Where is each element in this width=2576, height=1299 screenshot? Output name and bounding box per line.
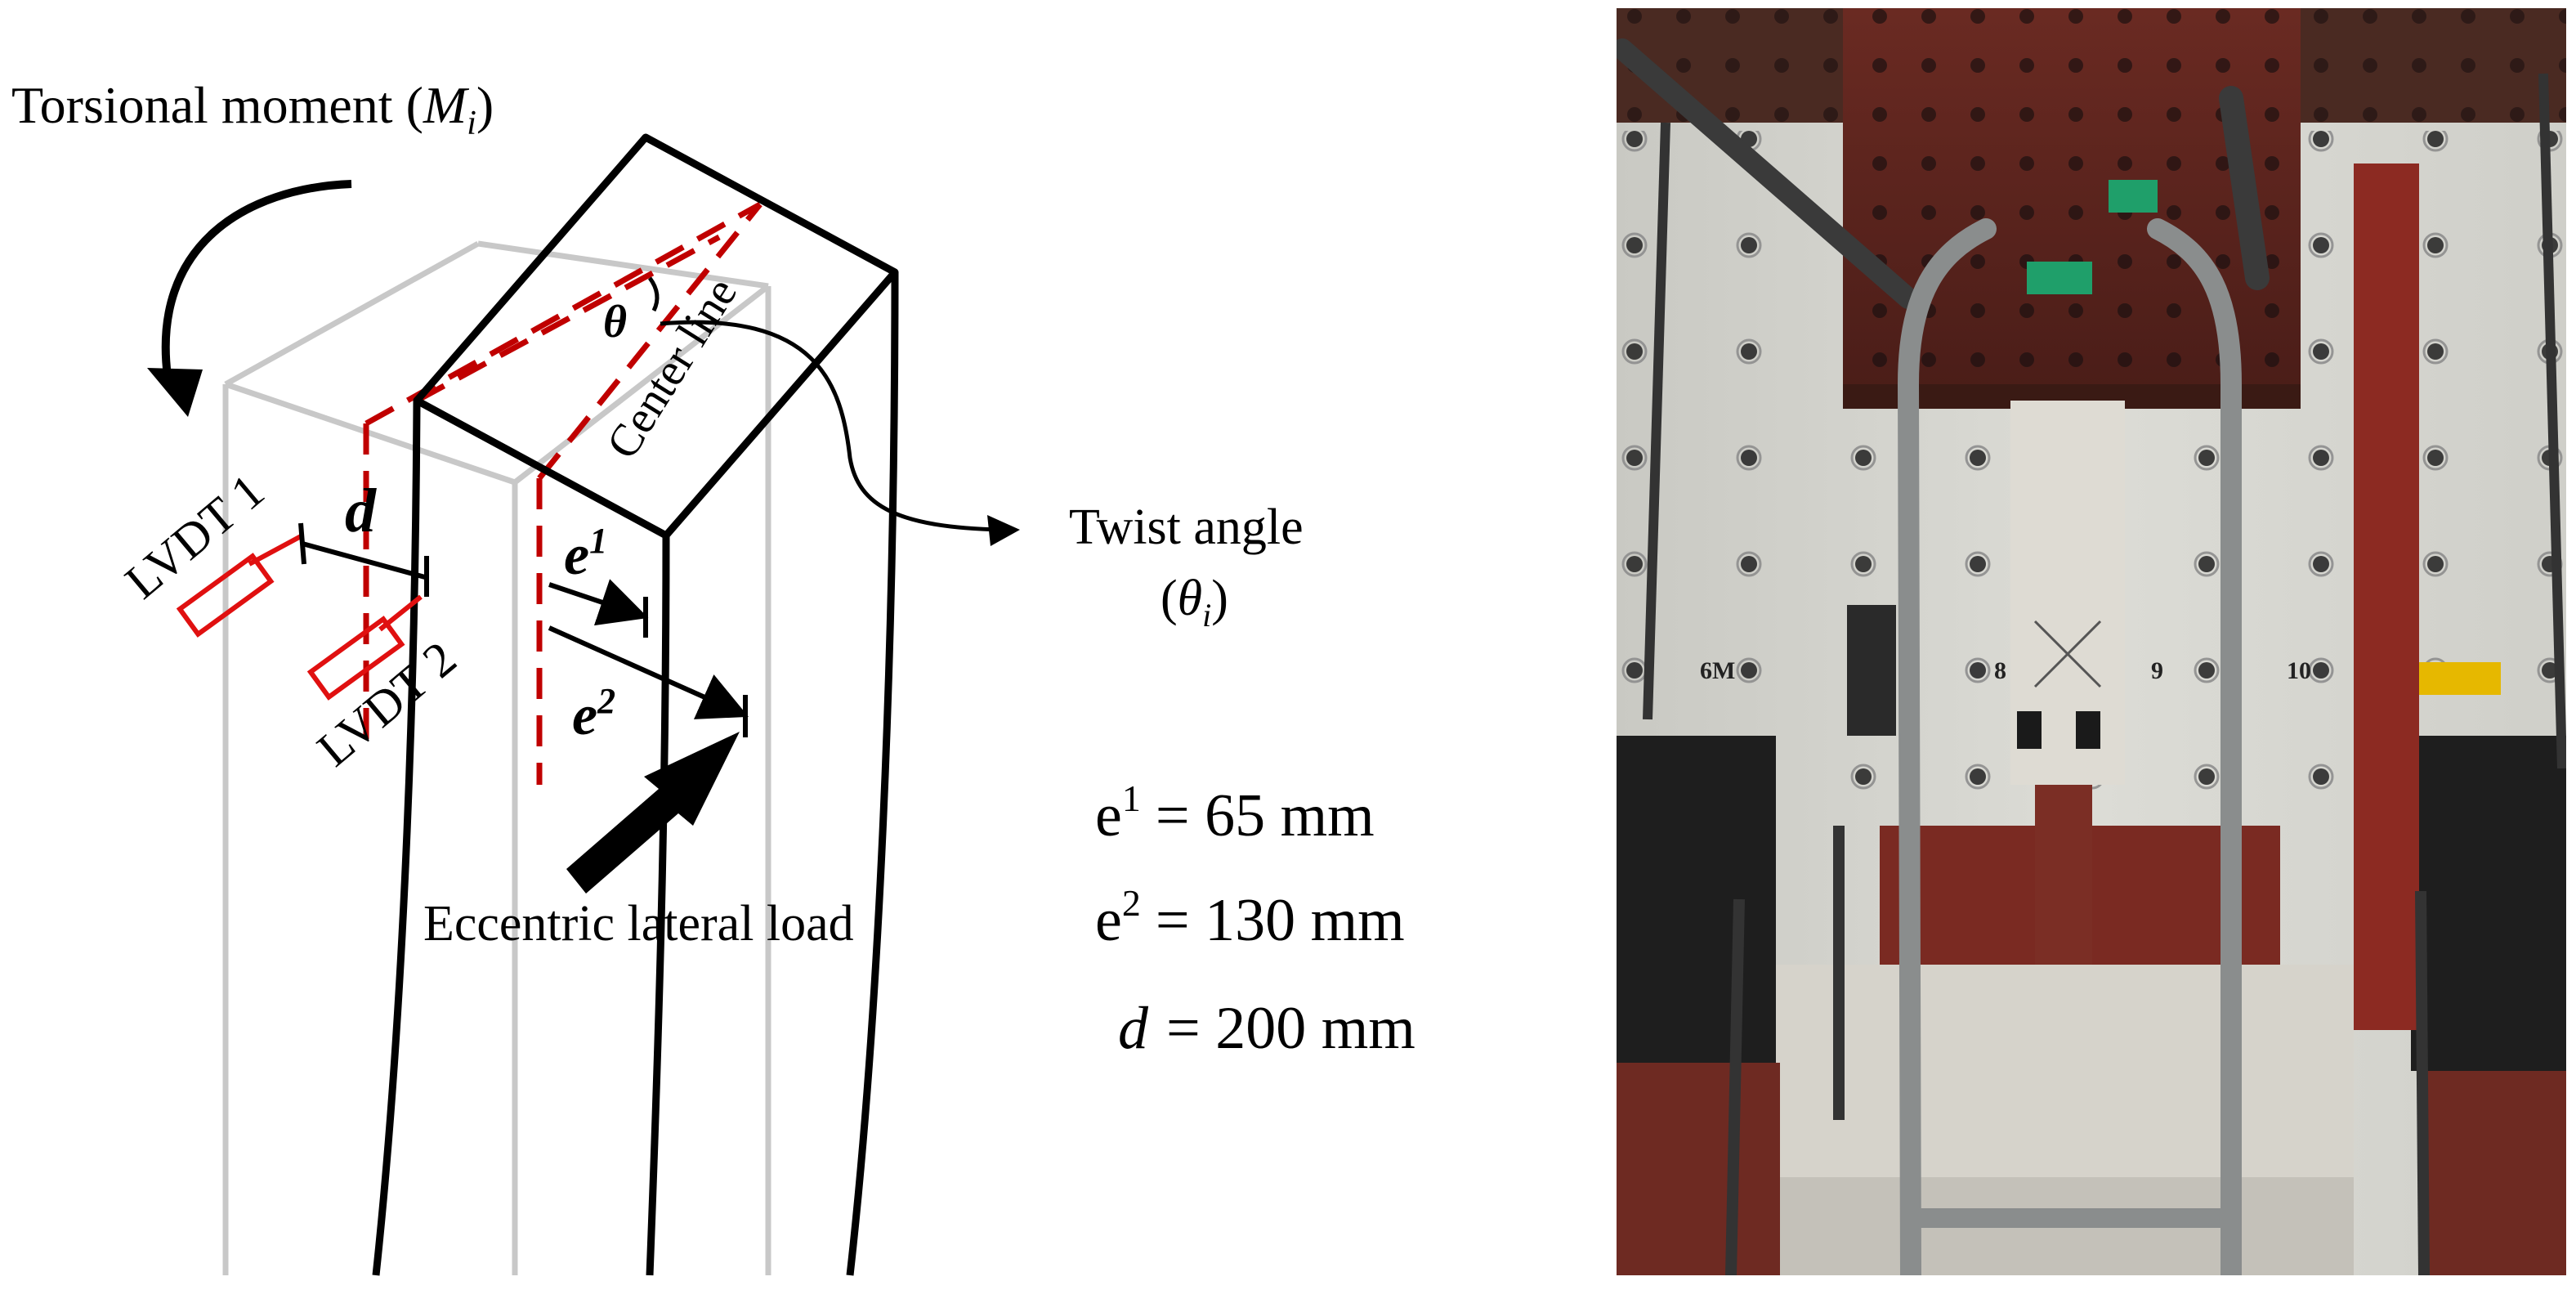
torsional-moment-arrowhead xyxy=(147,368,203,417)
wall-mark-6m: 6M xyxy=(1700,657,1735,684)
parameter-equations: e1= 65 mm e2= 130 mm d= 200 mm xyxy=(1095,777,1415,1062)
lateral-load-arrow xyxy=(566,732,740,894)
lateral-load-label: Eccentric lateral load xyxy=(423,896,854,952)
theta-label: θ xyxy=(603,297,627,347)
undeformed-column-outline xyxy=(222,240,771,1275)
twist-angle-leader-arrowhead xyxy=(987,515,1020,546)
wall-mark-8: 8 xyxy=(1994,657,2006,684)
twist-angle-symbol: (θi) xyxy=(1161,571,1228,634)
d-dimension-line xyxy=(298,522,429,597)
e2-dimension-line xyxy=(548,625,749,737)
torsional-moment-label: Torsional moment (Mi) xyxy=(11,76,494,142)
d-label: d xyxy=(345,477,377,545)
lvdt-1-label: LVDT 1 xyxy=(115,464,274,609)
lvdt-1-sensor xyxy=(176,533,304,638)
wall-mark-9: 9 xyxy=(2151,657,2163,684)
e1-label: e1 xyxy=(564,521,607,587)
schematic-diagram: θ Center line Torsional moment (Mi) Twis… xyxy=(11,76,1415,1276)
e1-dimension-line xyxy=(548,579,649,638)
equation-e1: e1= 65 mm xyxy=(1095,777,1375,849)
wall-mark-10: 10 xyxy=(2287,657,2311,684)
lvdt-2-sensor xyxy=(306,594,423,701)
deformed-column-outline xyxy=(372,133,899,1276)
test-setup-photo: 6M 8 9 10 xyxy=(1617,8,2566,1275)
torsional-moment-arrow xyxy=(161,180,352,377)
twist-angle-arc xyxy=(647,276,660,312)
equation-e2: e2= 130 mm xyxy=(1095,882,1405,954)
e2-label: e2 xyxy=(572,681,615,747)
twist-angle-label: Twist angle xyxy=(1069,499,1304,555)
equation-d: d= 200 mm xyxy=(1118,995,1415,1062)
twist-angle-leader xyxy=(660,320,1002,532)
